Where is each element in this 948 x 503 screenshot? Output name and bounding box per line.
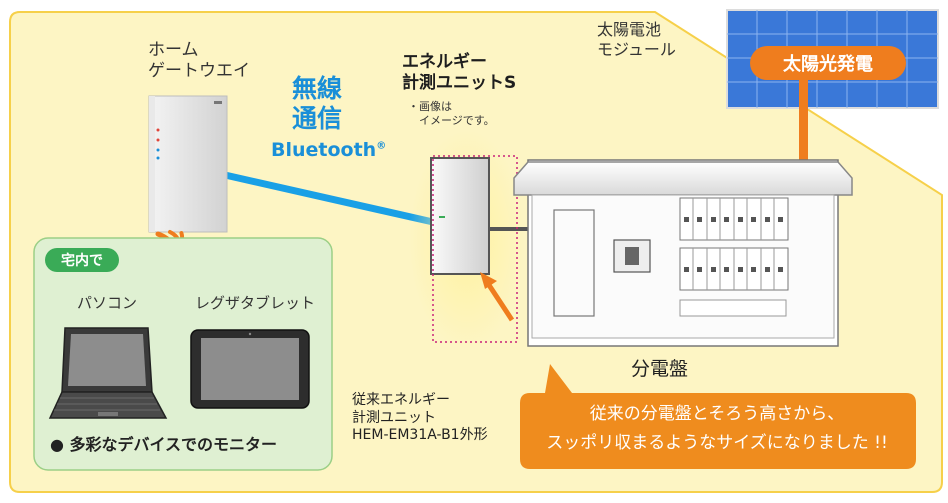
device-label-pc: パソコン — [77, 294, 138, 312]
distribution-panel — [513, 159, 853, 347]
callout-line: 従来の分電盤とそろう高さから、 — [589, 404, 845, 424]
legacy-unit-label-line: 計測ユニット — [352, 409, 436, 426]
solar-power-badge: 太陽光発電 — [750, 46, 906, 80]
measurement-unit-title-line: 計測ユニットS — [402, 73, 517, 94]
indicator-arrow — [480, 272, 515, 322]
trademark-mark: ® — [376, 140, 387, 152]
home-gateway-label: ホーム ゲートウエイ — [148, 40, 250, 83]
image-note-line: イメージです。 — [408, 113, 495, 127]
laptop-icon — [48, 327, 168, 419]
solar-module-label-line: モジュール — [597, 40, 676, 59]
callout-line: スッポリ収まるようなサイズになりました !! — [546, 432, 888, 453]
callout-text: 従来の分電盤とそろう高さから、 スッポリ収まるようなサイズになりました !! — [518, 400, 916, 458]
measurement-unit-device — [430, 157, 490, 275]
legacy-unit-label: 従来エネルギー 計測ユニット HEM-EM31A-B1外形 — [352, 392, 488, 445]
monitor-caption: ● 多彩なデバイスでのモニター — [50, 435, 278, 454]
legacy-unit-label-line: HEM-EM31A-B1外形 — [352, 427, 488, 443]
wireless-title: 無線 通信 — [292, 74, 342, 134]
tablet-icon — [190, 329, 310, 409]
measurement-unit-title-line: エネルギー — [402, 52, 487, 72]
wireless-title-line: 無線 — [292, 74, 343, 103]
wireless-title-line: 通信 — [292, 104, 343, 133]
home-gateway-device — [148, 95, 228, 233]
bluetooth-label: Bluetooth® — [271, 139, 386, 163]
image-note: ・画像は イメージです。 — [408, 100, 495, 128]
image-note-line: ・画像は — [408, 100, 452, 113]
solar-module-label: 太陽電池 モジュール — [597, 20, 676, 60]
solar-module-label-line: 太陽電池 — [597, 20, 662, 39]
legacy-unit-label-line: 従来エネルギー — [352, 392, 450, 408]
home-gateway-label-line: ゲートウエイ — [148, 61, 250, 82]
device-label-tablet: レグザタブレット — [195, 294, 316, 312]
measurement-unit-title: エネルギー 計測ユニットS — [402, 52, 516, 95]
indoor-badge: 宅内で — [45, 248, 119, 272]
callout-box — [520, 364, 916, 469]
solar-cable — [799, 78, 808, 160]
wireless-link-line — [224, 171, 434, 226]
home-gateway-label-line: ホーム — [148, 40, 199, 60]
legacy-unit-outline — [432, 155, 518, 343]
distribution-panel-label: 分電盤 — [631, 358, 689, 380]
bluetooth-text: Bluetooth — [271, 139, 377, 161]
